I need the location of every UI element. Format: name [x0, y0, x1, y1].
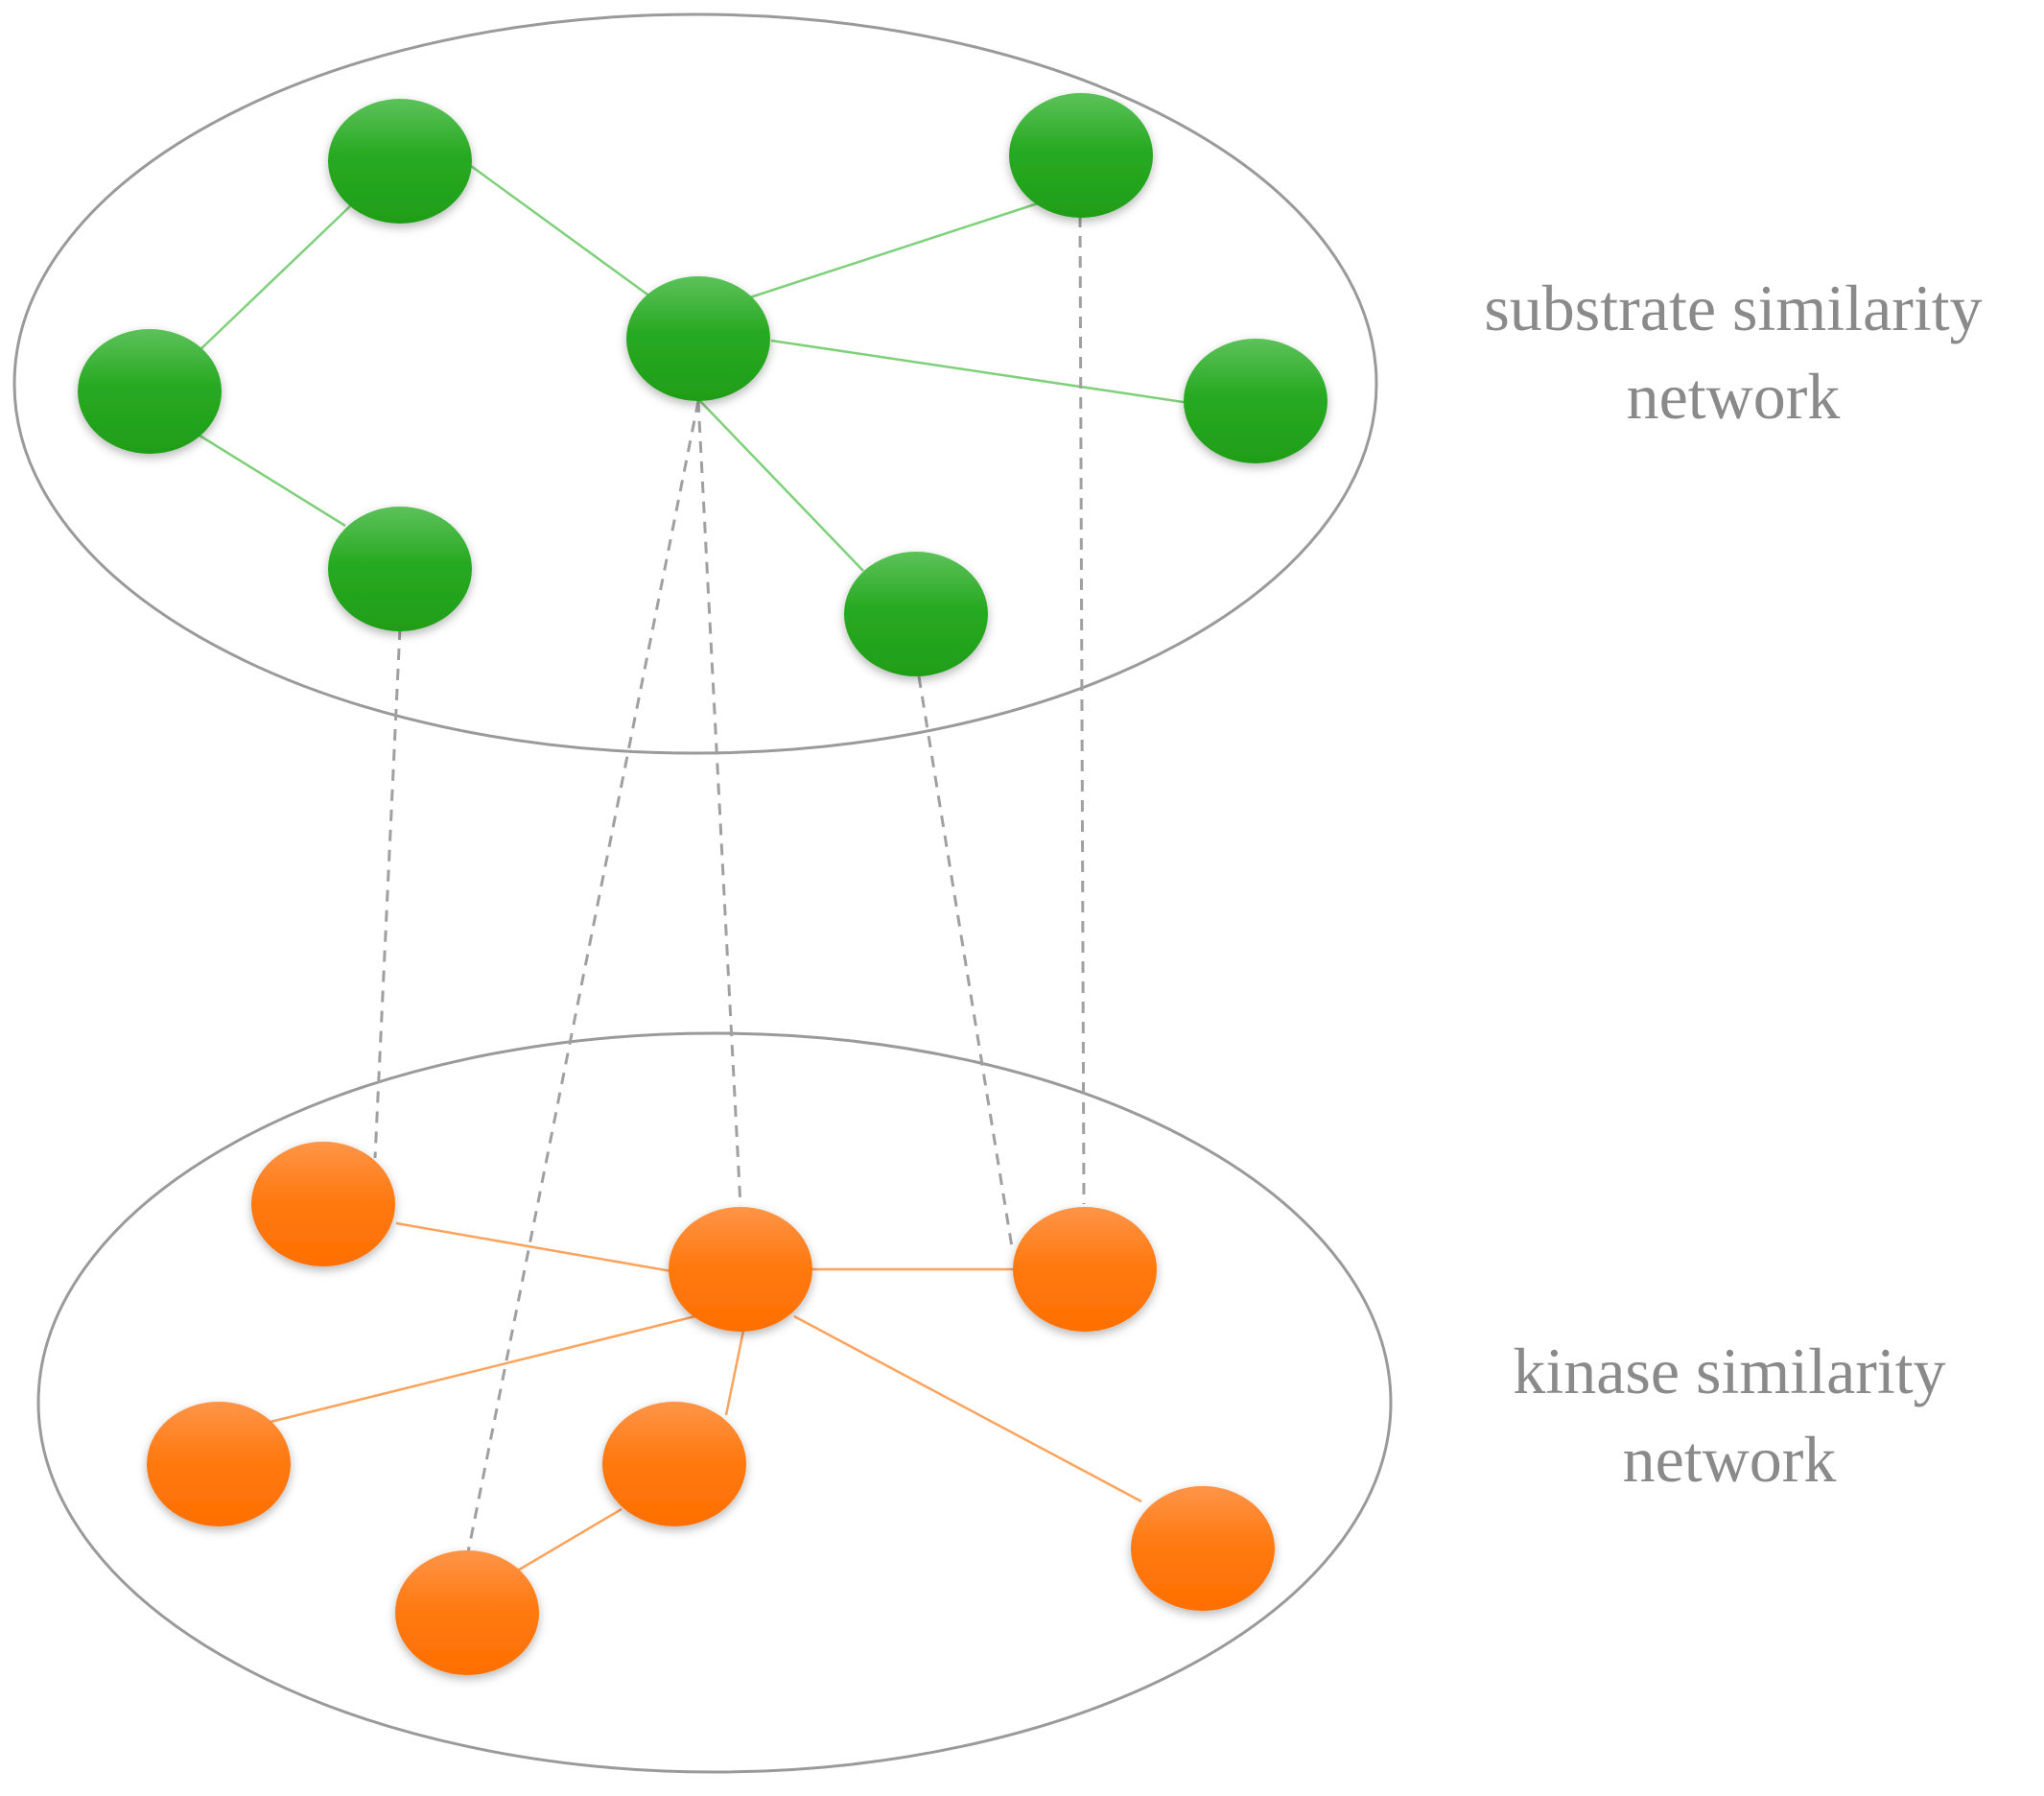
substrate-nodes: [78, 93, 1327, 676]
substrate-node: [328, 507, 472, 631]
kinase-edge: [270, 1314, 696, 1424]
substrate-edge: [196, 432, 346, 528]
kinase-label-line1: kinase similarity: [1513, 1335, 1945, 1407]
substrate-edge: [196, 205, 351, 354]
kinase-edge: [395, 1221, 672, 1273]
kinase-node: [1131, 1486, 1275, 1611]
kinase-edge: [515, 1507, 623, 1573]
kinase-network-ellipse: [36, 1031, 1393, 1774]
substrate-edges: [196, 156, 1190, 572]
substrate-edge: [699, 400, 864, 572]
dashed-link: [1078, 215, 1086, 1205]
kinase-node: [251, 1142, 395, 1266]
kinase-node: [1013, 1207, 1157, 1332]
dashed-link: [696, 400, 742, 1207]
substrate-label-line1: substrate similarity: [1484, 272, 1982, 344]
kinase-edge: [793, 1314, 1142, 1503]
kinase-node: [602, 1402, 746, 1526]
substrate-network-ellipse: [12, 12, 1378, 755]
kinase-node: [147, 1402, 291, 1526]
substrate-node: [1009, 93, 1153, 218]
substrate-edge: [749, 201, 1039, 299]
substrate-node: [78, 329, 222, 454]
substrate-node: [1184, 339, 1327, 463]
dashed-link: [373, 627, 402, 1159]
kinase-edge: [724, 1330, 745, 1416]
substrate-node: [328, 99, 472, 224]
cross-network-links: [373, 215, 1086, 1553]
substrate-node: [844, 552, 988, 676]
dashed-link: [466, 400, 700, 1553]
kinase-edges: [270, 1221, 1142, 1573]
substrate-edge: [770, 339, 1190, 405]
substrate-node: [626, 276, 770, 401]
dashed-link: [917, 675, 1014, 1248]
kinase-nodes: [147, 1142, 1275, 1675]
kinase-node: [669, 1207, 812, 1332]
kinase-node: [395, 1550, 539, 1675]
substrate-edge: [459, 156, 655, 301]
substrate-label-line2: network: [1627, 360, 1841, 433]
kinase-label-line2: network: [1623, 1423, 1837, 1496]
